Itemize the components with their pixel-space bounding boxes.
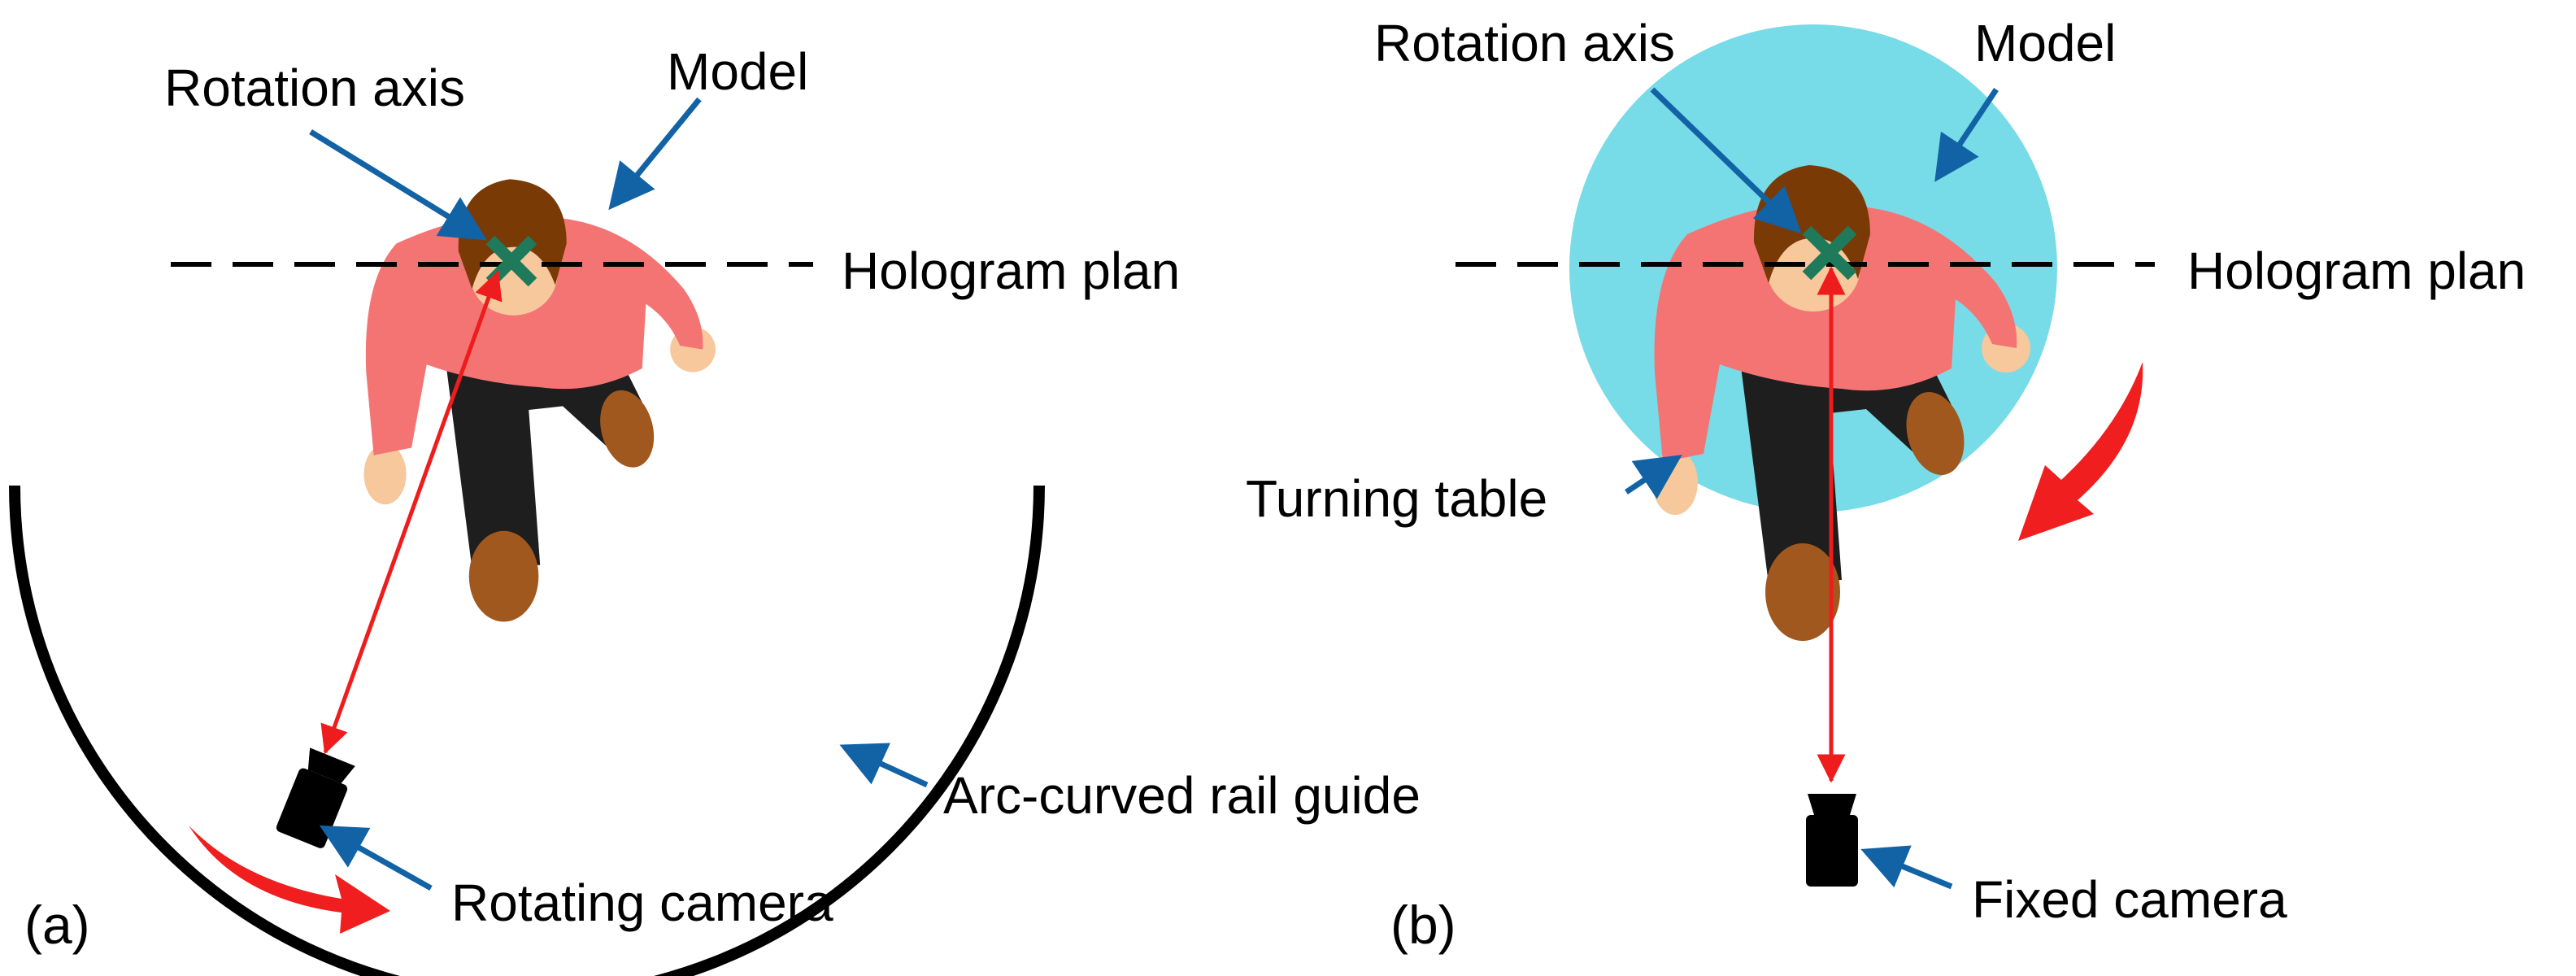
label-rotation-axis-b: Rotation axis [1374, 14, 1675, 72]
panel-tag-b: (b) [1390, 895, 1456, 955]
label-model-a: Model [667, 42, 808, 101]
camera-icon-a [276, 747, 355, 848]
label-camera-b: Fixed camera [1972, 870, 2287, 929]
arc-rail-guide [9, 485, 1045, 976]
rotation-arrow-a [189, 826, 390, 934]
label-turning-table: Turning table [1246, 469, 1547, 528]
pointer-camera-a [319, 825, 433, 891]
camera-icon-b [1806, 794, 1858, 887]
pointer-model-b [1934, 88, 1999, 182]
panel-b: Rotation axis Model Hologram plan Turnin… [1246, 14, 2526, 955]
sightline-a [320, 270, 503, 755]
label-model-b: Model [1974, 14, 2116, 72]
label-rail-guide-a: Arc-curved rail guide [943, 766, 1421, 825]
label-camera-a: Rotating camera [451, 874, 833, 932]
pointer-rail-a [839, 743, 929, 788]
panel-a: Rotation axis Model Hologram plan Arc-cu… [9, 42, 1421, 976]
pointer-model-a [608, 97, 702, 211]
model-figure-a [363, 179, 716, 622]
panel-tag-a: (a) [24, 895, 90, 955]
label-hologram-plan-a: Hologram plan [842, 242, 1180, 300]
pointer-camera-b [1860, 845, 1953, 890]
label-hologram-plan-b: Hologram plan [2187, 242, 2526, 300]
pointer-rotation-axis-b [1650, 87, 1802, 234]
label-rotation-axis-a: Rotation axis [164, 59, 465, 117]
rotation-arrow-b [2018, 362, 2143, 541]
pointer-rotation-axis-a [309, 129, 487, 241]
pointer-turning-table [1625, 455, 1682, 499]
